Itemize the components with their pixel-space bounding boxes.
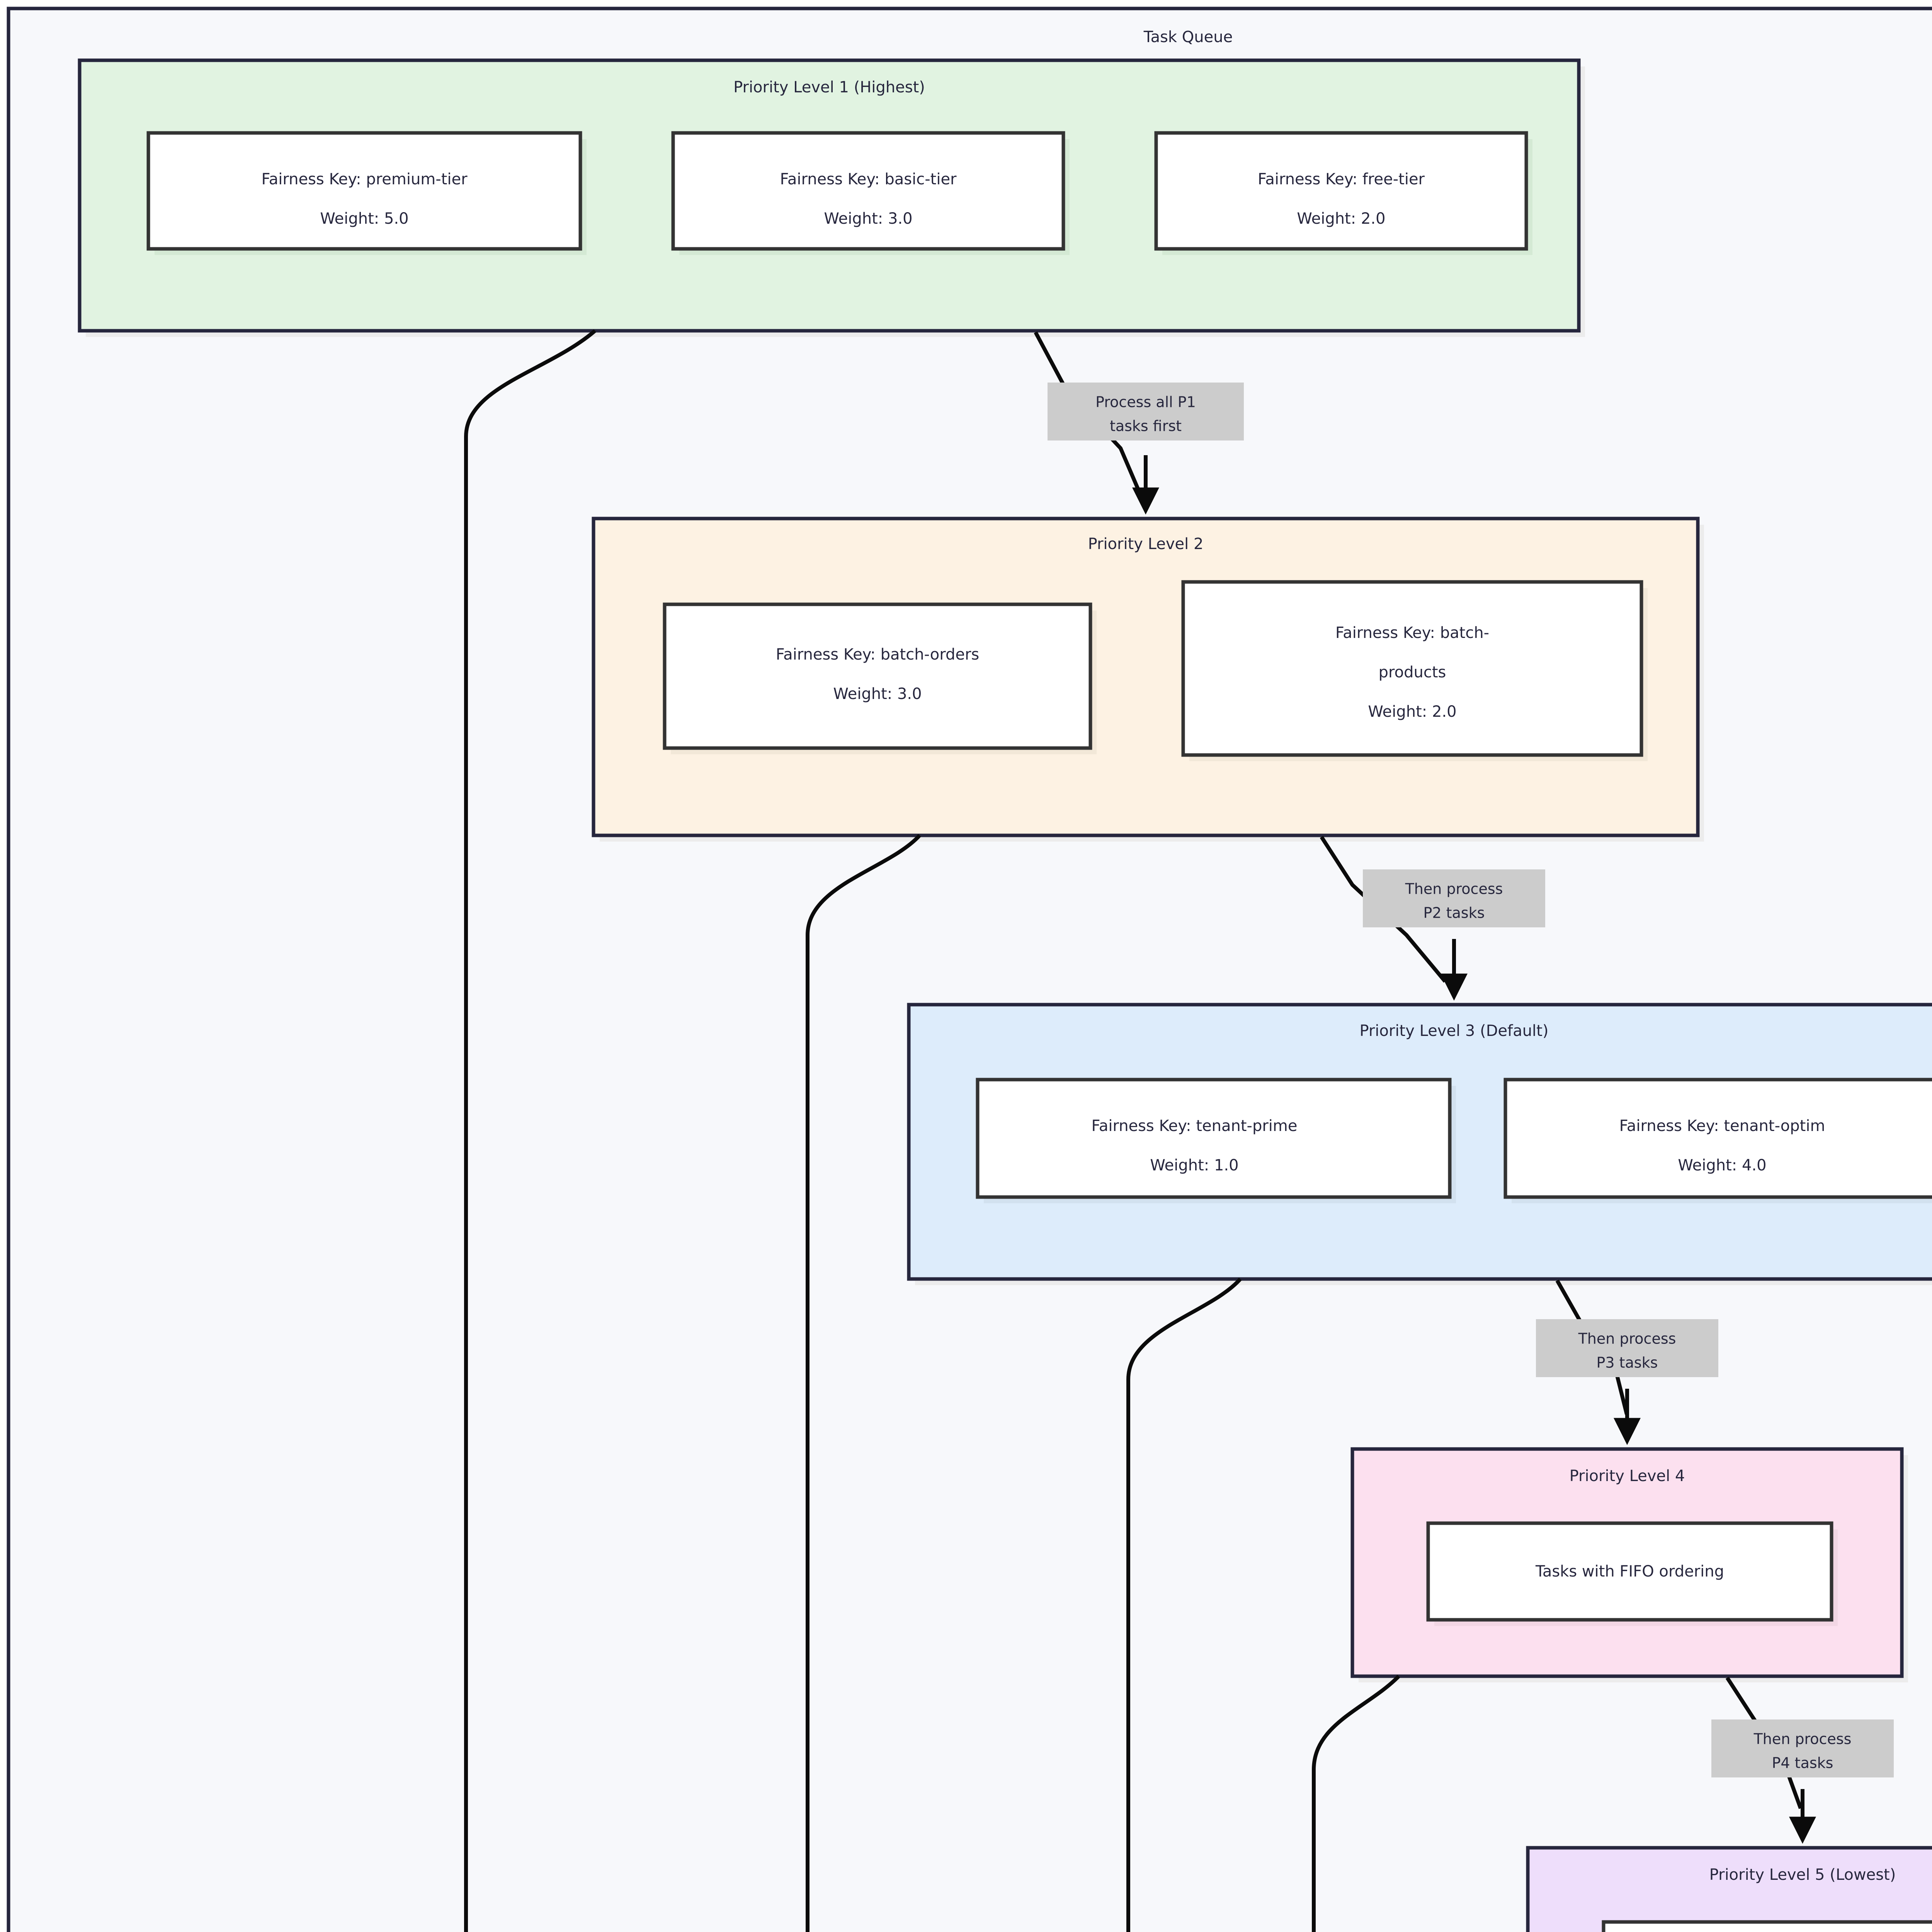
- node-p1-basic-tier[interactable]: Fairness Key: basic-tier Weight: 3.0: [671, 131, 1070, 255]
- node-p1-free-key: Fairness Key: free-tier: [1258, 170, 1425, 188]
- edge-label-p2-line1: Then process: [1405, 881, 1503, 898]
- node-p1-premium-tier[interactable]: Fairness Key: premium-tier Weight: 5.0: [146, 131, 587, 255]
- cluster-p5-label: Priority Level 5 (Lowest): [1709, 1866, 1896, 1884]
- edge-label-then-process-p3: Then process P3 tasks: [1536, 1319, 1718, 1377]
- edge-label-then-process-p2: Then process P2 tasks: [1363, 869, 1545, 927]
- edge-label-p2-bg: [1363, 869, 1545, 927]
- node-p1-free-rect: [1154, 131, 1528, 251]
- cluster-p3-label: Priority Level 3 (Default): [1360, 1022, 1549, 1040]
- node-p3-tenant-prime[interactable]: Fairness Key: tenant-prime Weight: 1.0: [976, 1078, 1456, 1203]
- edge-label-p3-bg: [1536, 1319, 1718, 1377]
- node-p1-free-weight: Weight: 2.0: [1297, 210, 1385, 228]
- node-p1-basic-rect: [671, 131, 1065, 251]
- node-p3-optim-key: Fairness Key: tenant-optim: [1619, 1117, 1825, 1135]
- edge-label-p1-line1: Process all P1: [1095, 394, 1196, 411]
- node-p1-basic-weight: Weight: 3.0: [824, 210, 912, 228]
- node-p3-prime-weight: Weight: 1.0: [1150, 1156, 1238, 1174]
- edge-label-then-process-p4: Then process P4 tasks: [1711, 1719, 1894, 1777]
- edge-p1-to-workers: [464, 329, 597, 1932]
- cluster-priority-level-1[interactable]: Priority Level 1 (Highest) Fairness Key:…: [78, 58, 1585, 337]
- node-p2-products-key2: products: [1379, 663, 1446, 681]
- node-p3-prime-key: Fairness Key: tenant-prime: [1091, 1117, 1297, 1135]
- edge-label-p1-bg: [1048, 383, 1244, 440]
- node-p5-fifo-rect: [1602, 1920, 1932, 1932]
- node-p2-orders-weight: Weight: 3.0: [833, 685, 922, 703]
- node-p2-products-weight: Weight: 2.0: [1368, 703, 1456, 721]
- node-p2-products-rect: [1181, 580, 1643, 757]
- cluster-p2-label: Priority Level 2: [1088, 535, 1204, 553]
- edge-p2-to-workers: [806, 834, 921, 1932]
- node-p2-batch-orders[interactable]: Fairness Key: batch-orders Weight: 3.0: [663, 602, 1097, 754]
- node-p4-fifo[interactable]: Tasks with FIFO ordering: [1426, 1521, 1838, 1626]
- edge-label-p4-bg: [1711, 1719, 1894, 1777]
- node-p4-fifo-rect: [1426, 1521, 1833, 1622]
- node-p1-premium-weight: Weight: 5.0: [320, 210, 408, 228]
- cluster-p1-label: Priority Level 1 (Highest): [733, 78, 925, 96]
- node-p2-products-key: Fairness Key: batch-: [1335, 624, 1489, 642]
- node-p2-orders-key: Fairness Key: batch-orders: [776, 646, 979, 663]
- node-p4-fifo-label: Tasks with FIFO ordering: [1535, 1563, 1724, 1580]
- node-p1-free-tier[interactable]: Fairness Key: free-tier Weight: 2.0: [1154, 131, 1532, 255]
- cluster-priority-level-2[interactable]: Priority Level 2 Fairness Key: batch-ord…: [592, 517, 1704, 842]
- edge-label-p1-line2: tasks first: [1110, 418, 1182, 435]
- edge-label-p2-line2: P2 tasks: [1423, 905, 1485, 922]
- node-p5-fifo[interactable]: Tasks with FIFO ordering: [1602, 1920, 1932, 1932]
- cluster-priority-level-5[interactable]: Priority Level 5 (Lowest) Tasks with FIF…: [1526, 1846, 1932, 1932]
- node-p2-batch-products[interactable]: Fairness Key: batch- products Weight: 2.…: [1181, 580, 1648, 761]
- edge-p4-to-workers: [1312, 1675, 1400, 1932]
- node-p3-optim-rect: [1503, 1078, 1932, 1199]
- cluster-priority-level-3[interactable]: Priority Level 3 (Default) Fairness Key:…: [907, 1003, 1932, 1285]
- edge-p3-to-workers: [1126, 1277, 1242, 1932]
- edge-label-p3-line2: P3 tasks: [1597, 1354, 1658, 1371]
- node-p3-tenant-optim[interactable]: Fairness Key: tenant-optim Weight: 4.0: [1503, 1078, 1932, 1203]
- cluster-p4-label: Priority Level 4: [1570, 1467, 1685, 1485]
- node-p3-optim-weight: Weight: 4.0: [1678, 1156, 1766, 1174]
- edge-label-p4-line1: Then process: [1753, 1731, 1852, 1748]
- edge-label-p4-line2: P4 tasks: [1772, 1755, 1833, 1772]
- edges-to-workers: [464, 329, 1400, 1932]
- node-p2-orders-rect: [663, 602, 1092, 750]
- node-p1-premium-key: Fairness Key: premium-tier: [261, 170, 468, 188]
- edge-label-process-all-p1: Process all P1 tasks first: [1048, 383, 1244, 440]
- cluster-priority-level-4[interactable]: Priority Level 4 Tasks with FIFO orderin…: [1350, 1447, 1908, 1682]
- node-p1-premium-rect: [146, 131, 582, 251]
- node-p1-basic-key: Fairness Key: basic-tier: [780, 170, 957, 188]
- cluster-p5-rect: [1526, 1846, 1932, 1932]
- task-queue-title: Task Queue: [1143, 28, 1233, 46]
- node-p3-prime-rect: [976, 1078, 1452, 1199]
- edge-label-p3-line1: Then process: [1578, 1330, 1676, 1347]
